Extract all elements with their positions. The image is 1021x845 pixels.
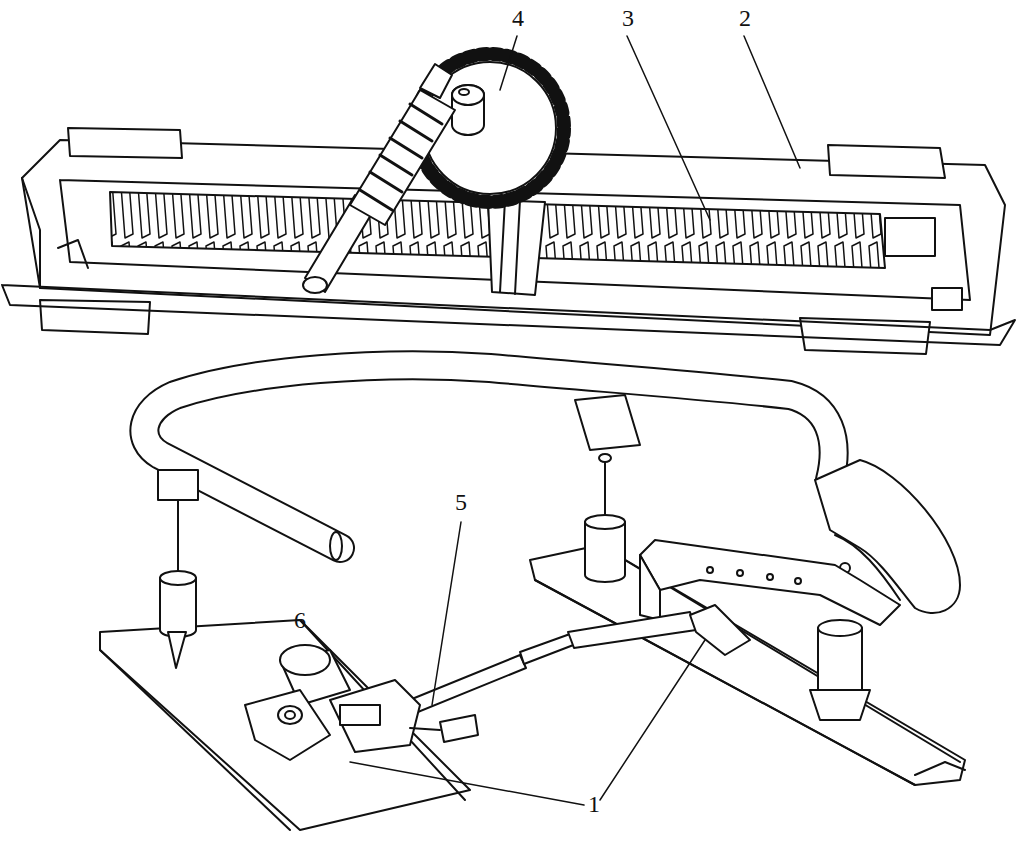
release-lever — [640, 540, 900, 625]
drive-motor — [245, 645, 478, 760]
leader-line — [500, 36, 800, 220]
worm-shaft — [303, 64, 455, 293]
callout-number: 4 — [510, 6, 526, 30]
seat-rail — [100, 620, 470, 830]
callout-number: 2 — [737, 6, 753, 30]
worm-gear — [416, 54, 564, 295]
callout-number: 1 — [586, 792, 602, 816]
callout-number: 5 — [453, 490, 469, 514]
callout-number: 3 — [620, 6, 636, 30]
callout-number: 6 — [292, 608, 308, 632]
flex-cable — [380, 605, 750, 725]
leader-line — [350, 522, 705, 805]
